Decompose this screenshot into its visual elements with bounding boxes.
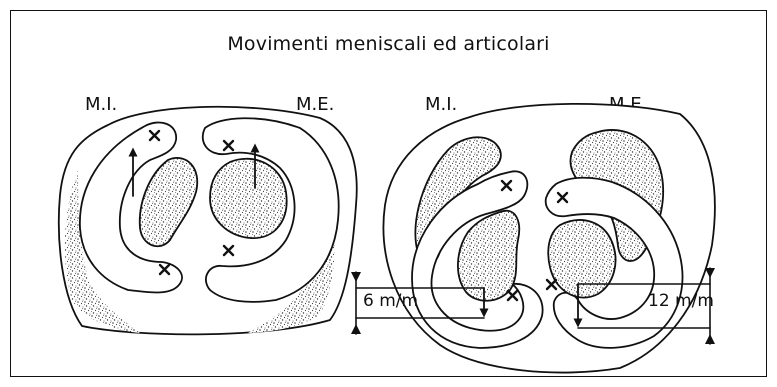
lateral-displacement-label: 12 m/m <box>648 291 714 311</box>
lateral-measure-bottom-arrowhead <box>705 334 715 344</box>
medial-measure-top-arrowhead <box>351 272 361 282</box>
medial-displacement-label: 6 m/m <box>363 291 418 311</box>
lateral-measure-top-arrowhead <box>705 268 715 278</box>
left-lateral-condyle-contact <box>210 159 287 238</box>
medial-measure-bottom-arrowhead <box>351 324 361 334</box>
right-lateral-condyle-contact <box>548 220 615 298</box>
